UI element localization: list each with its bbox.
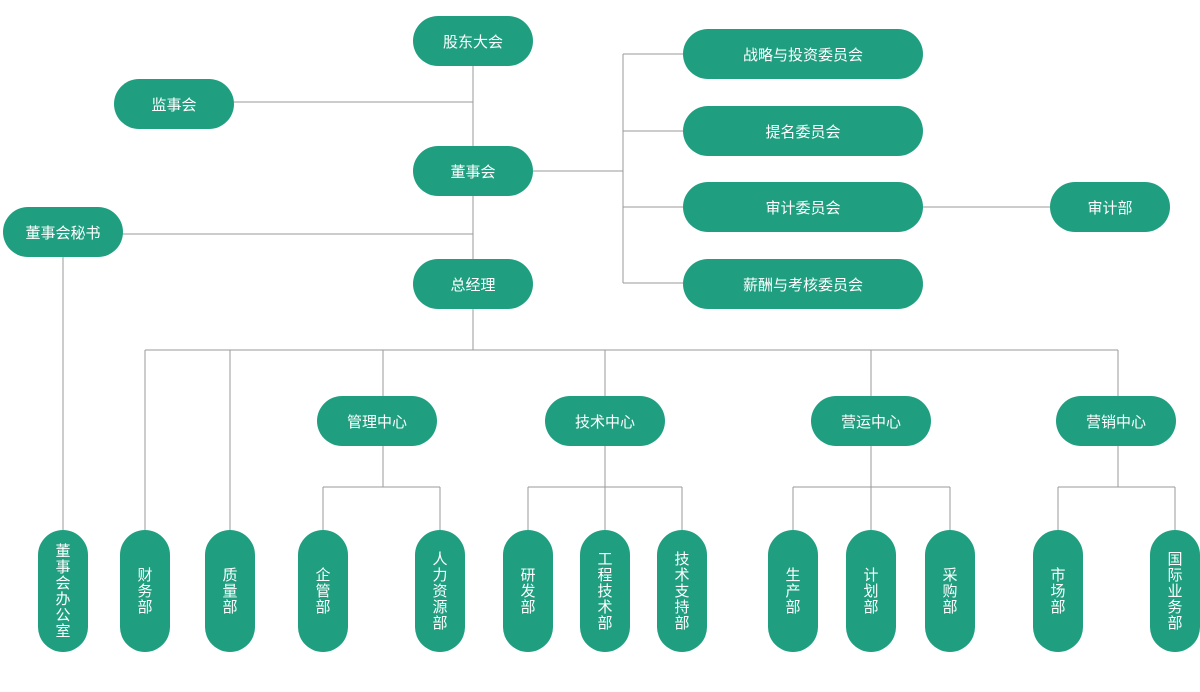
- node-board-office[interactable]: 董事会办公室: [38, 530, 88, 652]
- node-marketing-center[interactable]: 营销中心: [1056, 396, 1176, 446]
- node-technology-center[interactable]: 技术中心: [545, 396, 665, 446]
- node-nomination-committee[interactable]: 提名委员会: [683, 106, 923, 156]
- node-tech-support-dept[interactable]: 技术支持部: [657, 530, 707, 652]
- node-finance-dept[interactable]: 财务部: [120, 530, 170, 652]
- node-audit-department[interactable]: 审计部: [1050, 182, 1170, 232]
- node-engineering-dept[interactable]: 工程技术部: [580, 530, 630, 652]
- node-board-of-directors[interactable]: 董事会: [413, 146, 533, 196]
- node-board-secretary[interactable]: 董事会秘书: [3, 207, 123, 257]
- node-supervisory-board[interactable]: 监事会: [114, 79, 234, 129]
- node-planning-dept[interactable]: 计划部: [846, 530, 896, 652]
- node-hr-dept[interactable]: 人力资源部: [415, 530, 465, 652]
- node-management-center[interactable]: 管理中心: [317, 396, 437, 446]
- node-operations-center[interactable]: 营运中心: [811, 396, 931, 446]
- node-compensation-committee[interactable]: 薪酬与考核委员会: [683, 259, 923, 309]
- node-quality-dept[interactable]: 质量部: [205, 530, 255, 652]
- node-enterprise-mgmt-dept[interactable]: 企管部: [298, 530, 348, 652]
- node-purchasing-dept[interactable]: 采购部: [925, 530, 975, 652]
- node-shareholders-meeting[interactable]: 股东大会: [413, 16, 533, 66]
- node-general-manager[interactable]: 总经理: [413, 259, 533, 309]
- node-international-dept[interactable]: 国际业务部: [1150, 530, 1200, 652]
- node-audit-committee[interactable]: 审计委员会: [683, 182, 923, 232]
- node-strategy-committee[interactable]: 战略与投资委员会: [683, 29, 923, 79]
- node-rnd-dept[interactable]: 研发部: [503, 530, 553, 652]
- node-market-dept[interactable]: 市场部: [1033, 530, 1083, 652]
- node-production-dept[interactable]: 生产部: [768, 530, 818, 652]
